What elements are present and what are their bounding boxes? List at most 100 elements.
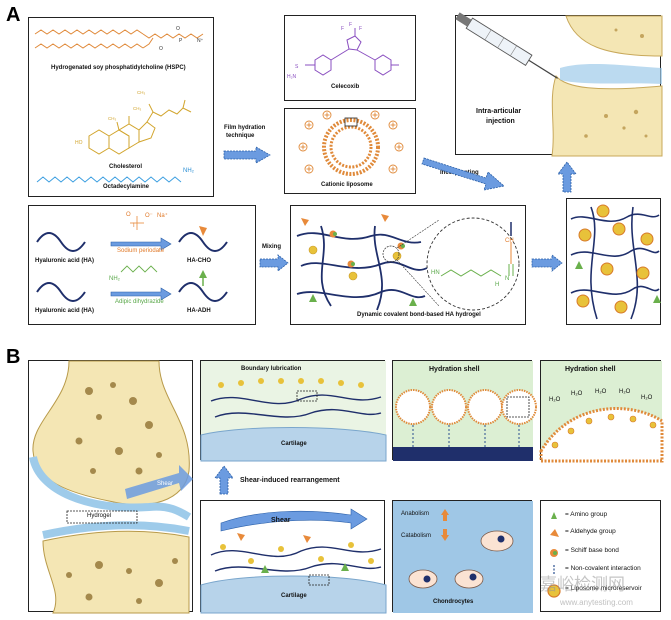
- svg-text:HO: HO: [75, 140, 83, 146]
- rearrangement-arrow: [214, 465, 234, 495]
- hydrogel-network-drawing: [296, 214, 520, 311]
- ha-cho-label: HA-CHO: [187, 258, 211, 264]
- ha-adh-label: HA-ADH: [187, 308, 211, 314]
- svg-text:F: F: [341, 26, 344, 32]
- svg-text:CH₃: CH₃: [137, 90, 145, 95]
- h2o-label-4: H₂O: [619, 389, 631, 395]
- periodate-na-label: Na⁺: [157, 213, 168, 219]
- svg-text:O: O: [176, 26, 180, 32]
- chem-hn-label: HN: [431, 270, 440, 276]
- octadecylamine-label: Octadecylamine: [103, 184, 150, 190]
- hydrogel-caption: Dynamic covalent bond-based HA hydrogel: [357, 312, 481, 318]
- chondrocytes-label: Chondrocytes: [433, 599, 474, 605]
- legend-icons: [547, 512, 561, 598]
- watermark-text: 嘉峪检测网: [540, 575, 625, 595]
- upward-arrow: [557, 161, 577, 193]
- panel-letter-b: B: [6, 346, 21, 368]
- injection-box: Intra-articular injection: [455, 12, 663, 157]
- lipid-structures: O O P N⁺ HO CH₃ CH₃ CH₃: [34, 26, 204, 183]
- legend-aldehyde: = Aldehyde group: [565, 528, 616, 535]
- ha1-label: Hyaluronic acid (HA): [35, 258, 95, 264]
- shear-rearrangement-label: Shear-induced rearrangement: [240, 477, 340, 484]
- cartilage-top-label: Cartilage: [281, 441, 307, 447]
- legend-liposome: = Liposome microreservoir: [565, 585, 642, 592]
- h2o-label-2: H₂O: [571, 391, 583, 397]
- hydration-shell-box-2: Hydration shell H₂O H₂O H₂O H₂O H₂O: [539, 360, 664, 463]
- liposome-icon: [547, 584, 561, 598]
- shear-cartilage-drawing: [200, 508, 387, 614]
- cationic-liposome-drawing: [298, 110, 404, 176]
- mixing-label: Mixing: [262, 244, 281, 250]
- adipic-label: Adipic dihydrazide: [115, 299, 164, 305]
- hydration-shell-drawing-1: [393, 361, 537, 461]
- hydration-shell-drawing-2: [539, 361, 664, 463]
- boundary-lubrication-drawing: [200, 361, 387, 462]
- cationic-liposome-label: Cationic liposome: [321, 182, 373, 188]
- drug-loaded-hydrogel-drawing: [570, 204, 661, 320]
- hydrogel-box: HN CH N H Dynamic covalent bond-based HA…: [290, 205, 526, 325]
- lipid-components-box: O O P N⁺ HO CH₃ CH₃ CH₃ Hydrogenated soy…: [28, 17, 214, 197]
- nh2-label: NH₂: [183, 168, 194, 174]
- cholesterol-label: Cholesterol: [109, 164, 143, 170]
- joint-bone-drawing: [29, 360, 193, 614]
- injection-label: injection: [486, 118, 515, 125]
- svg-text:F: F: [359, 26, 362, 32]
- chem-h-label: H: [495, 282, 500, 288]
- intra-articular-label: Intra-articular: [476, 108, 522, 115]
- joint-injection-drawing: [455, 12, 663, 157]
- ha-modification-drawing: [36, 216, 228, 302]
- periodate-o-label: O: [126, 212, 131, 218]
- periodate-o-minus-label: O⁻: [145, 213, 153, 219]
- cationic-liposome-box: Cationic liposome: [284, 108, 416, 194]
- svg-text:CH₃: CH₃: [108, 116, 116, 121]
- hydrogel-label: Hydrogel: [87, 513, 112, 519]
- svg-text:S: S: [295, 64, 299, 70]
- h2o-label-1: H₂O: [549, 397, 561, 403]
- periodate-i-label: I: [133, 223, 135, 229]
- legend-noncovalent: = Non-covalent interaction: [565, 565, 641, 572]
- hydration-shell-label-1: Hydration shell: [429, 366, 480, 373]
- ha2-label: Hyaluronic acid (HA): [35, 308, 95, 314]
- chondrocytes-drawing: [393, 501, 533, 613]
- film-hydration-arrow: [223, 146, 271, 164]
- celecoxib-box: F F F S H₂N Celecoxib: [284, 15, 416, 101]
- hydrogel-to-loaded-arrow: [531, 254, 563, 272]
- legend-schiff: = Schiff base bond: [565, 547, 619, 554]
- h2o-label-5: H₂O: [641, 395, 653, 401]
- chem-n-label: N: [505, 276, 510, 282]
- joint-overview-box: Shear Hydrogel: [28, 360, 193, 614]
- adipic-h2n-label: NH₂: [109, 276, 120, 282]
- celecoxib-structure: F F F S H₂N: [287, 22, 399, 80]
- boundary-lubrication-box: Boundary lubrication Cartilage: [200, 360, 387, 462]
- celecoxib-label: Celecoxib: [331, 84, 360, 90]
- shear-small-label: Shear: [157, 481, 174, 487]
- svg-text:H₂N: H₂N: [287, 74, 297, 80]
- legend-amino: = Amino group: [565, 511, 608, 518]
- cartilage-bottom-label: Cartilage: [281, 593, 307, 599]
- svg-text:CH₃: CH₃: [133, 106, 141, 111]
- legend-box: = Amino group = Aldehyde group = Schiff …: [540, 500, 661, 612]
- hspc-label: Hydrogenated soy phosphatidylcholine (HS…: [51, 65, 186, 71]
- incorporating-arrow: [421, 157, 505, 191]
- sodium-periodate-label: Sodium periodate: [117, 248, 165, 254]
- svg-text:N⁺: N⁺: [197, 38, 204, 44]
- chem-ch-label: CH: [505, 238, 514, 244]
- watermark-url: www.anytesting.com: [560, 598, 633, 607]
- amino-group-icon: [551, 512, 557, 519]
- drug-loaded-hydrogel-box: [566, 198, 661, 325]
- film-hydration-label: Film hydration: [224, 125, 266, 131]
- film-hydration-technique-label: technique: [226, 133, 255, 139]
- chondrocytes-box: Anabolism Catabolism Chondrocytes: [392, 500, 533, 613]
- svg-text:P: P: [179, 38, 183, 44]
- shear-label: Shear: [271, 517, 291, 524]
- hydration-shell-label-2: Hydration shell: [565, 366, 616, 373]
- ha-modification-box: O I O⁻ Na⁺ Sodium periodate Hyaluronic a…: [28, 205, 256, 325]
- svg-text:O: O: [159, 46, 163, 52]
- shear-cartilage-box: Shear Cartilage: [200, 500, 387, 614]
- boundary-lubrication-label: Boundary lubrication: [241, 366, 302, 372]
- hydration-shell-box-1: Hydration shell: [392, 360, 537, 461]
- anabolism-label: Anabolism: [401, 511, 430, 517]
- aldehyde-group-icon: [550, 529, 559, 537]
- h2o-label-3: H₂O: [595, 389, 607, 395]
- mixing-arrow: [259, 254, 289, 272]
